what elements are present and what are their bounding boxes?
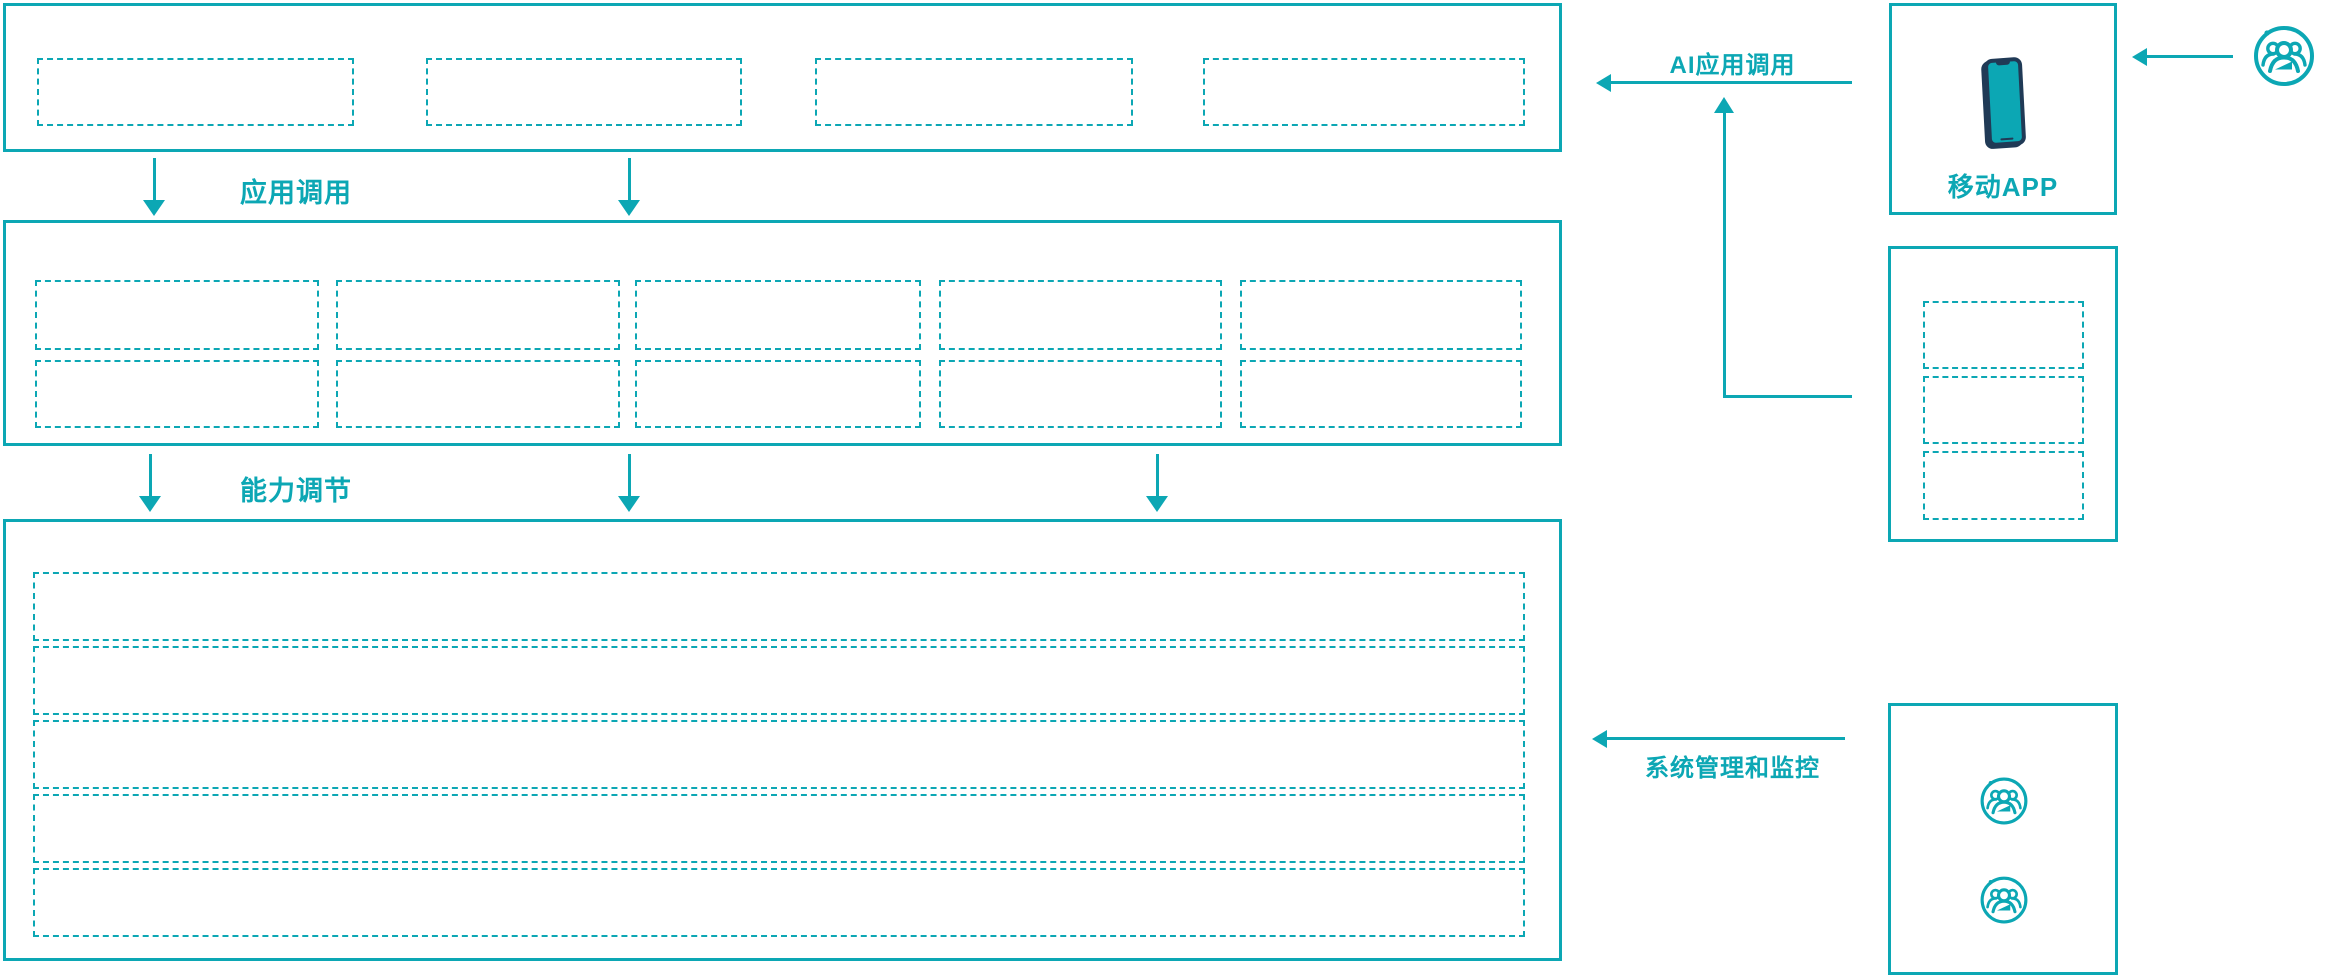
service-placeholder-r2c3 xyxy=(635,360,921,428)
service-placeholder-r2c4 xyxy=(939,360,1222,428)
capability-row-2 xyxy=(33,646,1525,715)
app-placeholder-1 xyxy=(37,58,354,126)
app-layer-box xyxy=(3,3,1562,152)
ai-app-call-arrow-head xyxy=(1596,74,1611,92)
service-placeholder-r1c4 xyxy=(939,280,1222,350)
service-placeholder-r2c2 xyxy=(336,360,620,428)
system-mgmt-label: 系统管理和监控 xyxy=(1645,755,1820,782)
capability-row-1 xyxy=(33,572,1525,641)
phone-notch xyxy=(1995,60,2011,66)
admin-users-box xyxy=(1888,703,2118,975)
capability-row-3 xyxy=(33,720,1525,789)
admin-user-group-icon-2 xyxy=(1980,876,2028,924)
service-placeholder-r1c2 xyxy=(336,280,620,350)
admin-user-group-icon-1 xyxy=(1980,777,2028,825)
app-placeholder-4 xyxy=(1203,58,1525,126)
capability-arrow-2-shaft xyxy=(628,454,631,496)
app-placeholder-2 xyxy=(426,58,742,126)
api-panel-box xyxy=(1888,246,2118,542)
user-to-app-arrow-head xyxy=(2132,48,2147,66)
service-layer-box xyxy=(3,220,1562,446)
service-placeholder-r1c5 xyxy=(1240,280,1522,350)
capability-adjust-label: 能力调节 xyxy=(240,476,352,506)
capability-row-5 xyxy=(33,868,1525,937)
app-call-arrow-2-head xyxy=(618,200,640,216)
app-placeholder-3 xyxy=(815,58,1133,126)
service-placeholder-r1c3 xyxy=(635,280,921,350)
smartphone-icon xyxy=(1983,56,2027,148)
app-call-arrow-2-shaft xyxy=(628,158,631,200)
api-elbow-horizontal xyxy=(1723,395,1852,398)
service-placeholder-r2c5 xyxy=(1240,360,1522,428)
capability-layer-box xyxy=(3,519,1562,961)
capability-row-4 xyxy=(33,794,1525,863)
phone-homebar xyxy=(2000,136,2014,141)
api-placeholder-2 xyxy=(1923,376,2084,444)
mobile-app-label: 移动APP xyxy=(1947,172,2059,202)
api-placeholder-3 xyxy=(1923,451,2084,520)
system-mgmt-arrow-shaft xyxy=(1607,737,1845,740)
capability-arrow-3-head xyxy=(1146,496,1168,512)
capability-arrow-2-head xyxy=(618,496,640,512)
ai-app-call-label: AI应用调用 xyxy=(1669,52,1796,79)
api-placeholder-1 xyxy=(1923,301,2084,369)
system-mgmt-arrow-head xyxy=(1592,730,1607,748)
app-call-arrow-1-head xyxy=(143,200,165,216)
user-to-app-arrow-shaft xyxy=(2147,55,2233,58)
capability-arrow-1-shaft xyxy=(149,454,152,496)
capability-arrow-3-shaft xyxy=(1156,454,1159,496)
ai-app-call-arrow-shaft xyxy=(1611,81,1852,84)
app-call-arrow-1-shaft xyxy=(153,158,156,200)
capability-arrow-1-head xyxy=(139,496,161,512)
service-placeholder-r2c1 xyxy=(35,360,319,428)
app-call-label: 应用调用 xyxy=(240,178,352,208)
api-elbow-arrow-head xyxy=(1714,97,1734,113)
service-placeholder-r1c1 xyxy=(35,280,319,350)
external-user-group-icon xyxy=(2254,26,2314,86)
api-elbow-vertical xyxy=(1723,113,1726,398)
